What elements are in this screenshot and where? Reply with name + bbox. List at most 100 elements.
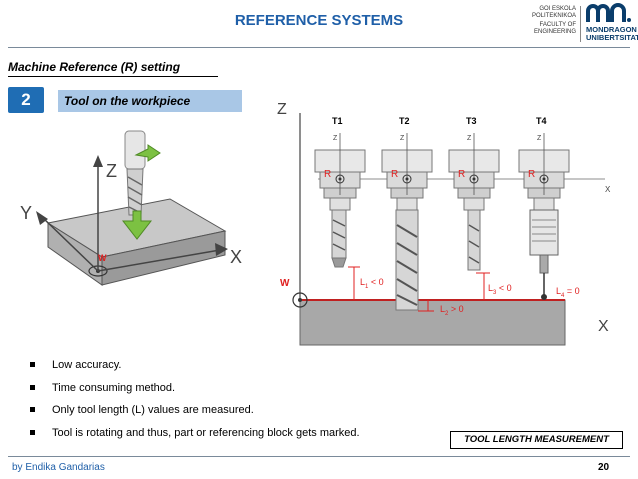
page-number: 20 (598, 462, 610, 473)
l2-relation: > 0 (448, 304, 463, 314)
axis-y-line (41, 216, 99, 272)
l4-subscript: 4 (561, 293, 565, 299)
logo-line: ENGINEERING (533, 29, 576, 35)
spindle-axis-label: Z (467, 135, 472, 142)
reference-marker (539, 174, 549, 184)
l4-symbol: L (556, 286, 561, 296)
bullet-marker (30, 407, 35, 412)
tool-label-t3: T3 (466, 116, 477, 126)
axis-x-arrowhead (215, 243, 228, 256)
workpiece-side (47, 222, 103, 286)
t1-tool-body (331, 209, 347, 259)
spindle-holder (463, 197, 485, 211)
spindle-head-t1: T1Z R (314, 116, 366, 211)
tool-label-t4: T4 (536, 116, 547, 126)
logo-line: FACULTY OF (539, 22, 576, 28)
tool-length-callout: TOOL LENGTH MEASUREMENT (450, 431, 623, 449)
spindle-axis-label: Z (400, 135, 405, 142)
t2-tool-helix (396, 224, 418, 306)
tool-label-t2: T2 (399, 116, 410, 126)
university-logo-text: MONDRAGON UNIBERTSITATEA (586, 26, 638, 42)
t4-probe-grip (532, 219, 556, 242)
feed-down-arrow-icon (121, 210, 153, 240)
t4-probe-body (529, 209, 559, 256)
spindle-head-t2: T2Z R (381, 116, 433, 211)
rotation-arrow-icon (134, 144, 161, 162)
spindle-axis-label: Z (333, 135, 338, 142)
l1-label: L1 < 0 (360, 277, 384, 290)
t1-tool-tip (331, 257, 347, 268)
reference-label: R (528, 169, 535, 180)
bullet-text: Tool is rotating and thus, part or refer… (52, 426, 360, 439)
t4-probe-ball (541, 294, 547, 300)
reference-label: R (391, 169, 398, 180)
t3-tool-helix (468, 224, 480, 264)
reference-marker (335, 174, 345, 184)
mondragon-logo-icon (586, 3, 631, 22)
tool-label-t1: T1 (332, 116, 343, 126)
axis-x-line (97, 249, 221, 272)
reference-dot (542, 177, 546, 181)
footer-divider (8, 456, 630, 457)
l2-subscript: 2 (445, 311, 449, 317)
spindle-head-t3: T3Z R (448, 116, 500, 211)
header-divider (8, 47, 630, 48)
tool-shank (124, 130, 146, 170)
logo-line: GOI ESKOLA (539, 6, 576, 12)
workpiece (299, 299, 566, 346)
logo-line: MONDRAGON (586, 25, 637, 34)
l3-subscript: 3 (493, 290, 497, 296)
l1-relation: < 0 (368, 277, 383, 287)
t2-tool-body (395, 209, 419, 311)
l2-label: L2 > 0 (440, 304, 464, 317)
bullet-item: Low accuracy. (30, 358, 360, 381)
bullet-marker (30, 429, 35, 435)
bullet-marker (30, 362, 35, 367)
reference-label: R (324, 169, 331, 180)
reference-label: R (458, 169, 465, 180)
t3-tool-body (467, 209, 481, 271)
bullet-item: Tool is rotating and thus, part or refer… (30, 426, 360, 449)
l3-relation: < 0 (496, 283, 511, 293)
right-workpiece-ref: W (280, 278, 290, 289)
right-axis-z: Z (277, 101, 287, 118)
reference-marker (469, 174, 479, 184)
reference-dot (338, 177, 342, 181)
left-figure: Z Y X W (20, 130, 242, 286)
workpiece-origin-dot (298, 298, 302, 302)
left-axis-z: Z (106, 161, 117, 181)
bullet-text: Only tool length (L) values are measured… (52, 404, 254, 416)
l1-symbol: L (360, 277, 365, 287)
l1-subscript: 1 (365, 284, 369, 290)
spindle-head-t4: T4Z R (518, 116, 570, 211)
bullet-item: Only tool length (L) values are measured… (30, 403, 360, 426)
bullet-list: Low accuracy. Time consuming method. Onl… (30, 358, 360, 448)
tool-flutes (126, 168, 144, 216)
spindle-axis-label: Z (537, 135, 542, 142)
left-workpiece-ref: W (98, 253, 107, 263)
l2-symbol: L (440, 304, 445, 314)
l3-label: L3 < 0 (488, 283, 512, 296)
bullet-marker (30, 384, 35, 390)
axis-y-arrowhead (36, 211, 48, 225)
t4-probe-stem (539, 254, 549, 274)
tool-helix (127, 176, 143, 214)
l3-symbol: L (488, 283, 493, 293)
l4-label: L4 = 0 (556, 286, 580, 299)
reference-dot (472, 177, 476, 181)
page-title: REFERENCE SYSTEMS (234, 12, 404, 29)
l4-relation: = 0 (564, 286, 579, 296)
workpiece-origin-marker (292, 292, 308, 308)
logo-line: POLITEKNIKOA (531, 13, 576, 19)
left-axis-y: Y (20, 203, 32, 223)
reference-marker (402, 174, 412, 184)
reference-dot (405, 177, 409, 181)
step-badge: 2 (8, 87, 44, 113)
bullet-item: Time consuming method. (30, 381, 360, 404)
logo-divider (580, 6, 581, 42)
subtitle-underline (8, 76, 218, 77)
school-logo-text: GOI ESKOLA POLITEKNIKOA FACULTY OF ENGIN… (520, 6, 576, 36)
spindle-holder (329, 197, 351, 211)
bullet-text: Low accuracy. (52, 359, 122, 371)
